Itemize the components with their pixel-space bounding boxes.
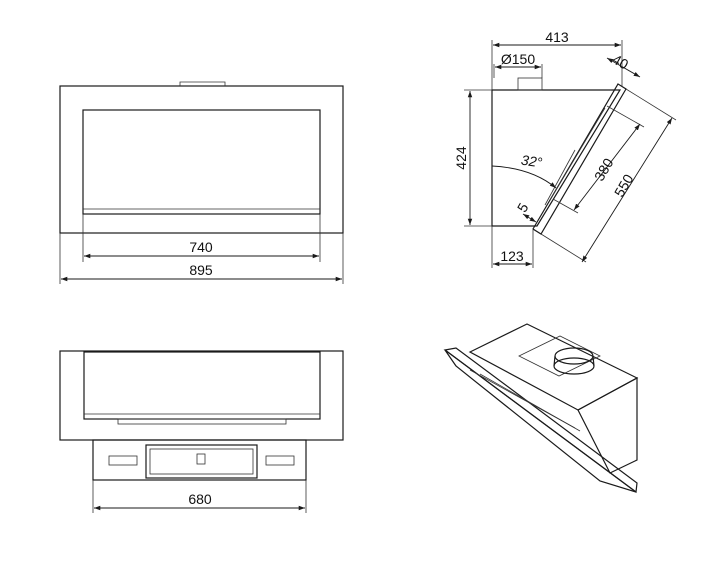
- iso-glass-front: [444, 349, 637, 493]
- dim-895-label: 895: [189, 262, 213, 278]
- side-glass-panel: [532, 83, 627, 235]
- isometric-view: [443, 323, 639, 494]
- iso-motor-knob-right: [592, 355, 595, 367]
- iso-top-plate: [518, 335, 601, 377]
- angle-32-arc: [491, 165, 557, 189]
- dim-740-label: 740: [189, 239, 213, 255]
- bottom-left-vent: [108, 455, 138, 466]
- bottom-motor-body: [92, 439, 307, 481]
- bottom-control-inner: [149, 448, 254, 475]
- dim-40-line: [606, 57, 641, 78]
- iso-motor-knob-base: [553, 357, 595, 375]
- dim-550-line: [581, 117, 673, 263]
- side-inner-panel: [549, 107, 606, 201]
- front-outer-frame: [59, 85, 344, 234]
- dim-40-label: 40: [610, 51, 632, 73]
- iso-glass-inner-2: [479, 373, 581, 432]
- bottom-handle-strip: [117, 418, 287, 425]
- dim-5-line: [522, 213, 537, 223]
- dim-550-ext-top: [625, 88, 677, 121]
- dim-424-label: 424: [453, 146, 469, 170]
- dim-d150-label: Ø150: [501, 51, 535, 67]
- angle-32-label: 32°: [520, 152, 544, 171]
- dim-680-label: 680: [188, 491, 212, 507]
- dim-550-ext-bottom: [540, 233, 587, 263]
- dim-123-label: 123: [500, 248, 524, 264]
- front-glass-panel: [82, 109, 321, 215]
- side-body-outline: [491, 89, 622, 227]
- bottom-outer-frame: [59, 350, 344, 441]
- bottom-control-box: [145, 444, 258, 479]
- bottom-view: 680: [59, 350, 344, 513]
- dim-380-ext-top: [606, 105, 645, 128]
- iso-right-face: [577, 376, 638, 474]
- iso-motor-knob-top: [554, 347, 594, 365]
- dim-5-label: 5: [514, 200, 532, 215]
- bottom-right-vent: [265, 455, 295, 466]
- dim-413-label: 413: [545, 29, 569, 45]
- side-duct-collar: [517, 77, 543, 91]
- iso-motor-knob-left: [553, 355, 556, 367]
- side-filter-line: [544, 149, 576, 206]
- dim-550-label: 550: [611, 171, 637, 199]
- front-top-handle: [179, 81, 226, 86]
- dim-380-ext-bottom: [552, 198, 579, 214]
- bottom-glass-panel: [83, 351, 321, 420]
- side-view: 413 Ø150 40 424 32° 5 380 550: [453, 29, 677, 268]
- front-view: 740 895: [59, 81, 344, 284]
- bottom-indicator-light: [196, 453, 206, 465]
